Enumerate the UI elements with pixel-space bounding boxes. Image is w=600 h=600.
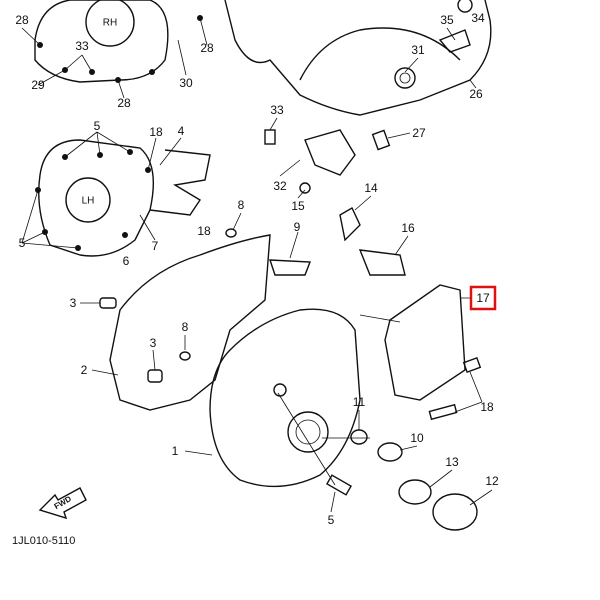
callout-label[interactable]: 11 [353,395,366,409]
callout-label[interactable]: 2 [81,363,88,377]
callout-label[interactable]: 18 [480,400,494,414]
callout-label[interactable]: 8 [238,198,245,212]
callout-label[interactable]: 15 [291,199,305,213]
callout-label[interactable]: 10 [410,431,424,445]
callout-label[interactable]: 1 [172,444,179,458]
callout-label[interactable]: 28 [15,13,29,27]
callout-label[interactable]: 28 [200,41,214,55]
callout-label[interactable]: 32 [273,179,287,193]
gasket [109,234,271,411]
callout-label[interactable]: 5 [94,119,101,133]
cover-plate [359,284,483,421]
crankcase [224,0,492,116]
callout-label[interactable]: 33 [270,103,284,117]
callout-label[interactable]: 8 [182,320,189,334]
callout-label[interactable]: 33 [75,39,89,53]
right-crankcase-cover [21,0,208,99]
callout-label[interactable]: 13 [445,455,459,469]
callout-label[interactable]: 9 [294,220,301,234]
callout-label[interactable]: 3 [70,296,77,310]
rh-mark: RH [103,18,117,29]
fwd-arrow: FWD [38,487,87,520]
callout-label[interactable]: 27 [412,126,426,140]
callout-label[interactable]: 26 [469,87,483,101]
callout-label[interactable]: 5 [328,513,335,527]
callouts: 28 33 28 29 28 30 31 35 34 26 33 27 5 18… [15,11,499,527]
callout-label[interactable]: 7 [152,239,159,253]
lh-mark: LH [82,196,95,207]
highlight-box [469,285,497,311]
bracket-assembly [264,117,411,177]
diagram-code: 1JL010-5110 [12,535,75,547]
generator-cover [184,308,370,513]
callout-label[interactable]: 28 [117,96,131,110]
callout-label[interactable]: 30 [179,76,193,90]
callout-label[interactable]: 5 [19,236,26,250]
callout-label[interactable]: 29 [31,78,45,92]
callout-label[interactable]: 31 [411,43,425,57]
callout-label-highlighted[interactable]: 17 [476,291,490,305]
callout-label[interactable]: 18 [149,125,163,139]
callout-label[interactable]: 4 [178,124,185,138]
callout-label[interactable]: 3 [150,336,157,350]
callout-label[interactable]: 18 [197,224,211,238]
left-crankcase-cover [21,131,211,257]
callout-label[interactable]: 35 [440,13,454,27]
callout-label[interactable]: 6 [123,254,130,268]
callout-label[interactable]: 16 [401,221,415,235]
small-parts [80,182,493,531]
callout-label[interactable]: 34 [471,11,485,25]
callout-label[interactable]: 12 [485,474,499,488]
callout-label[interactable]: 14 [364,181,378,195]
